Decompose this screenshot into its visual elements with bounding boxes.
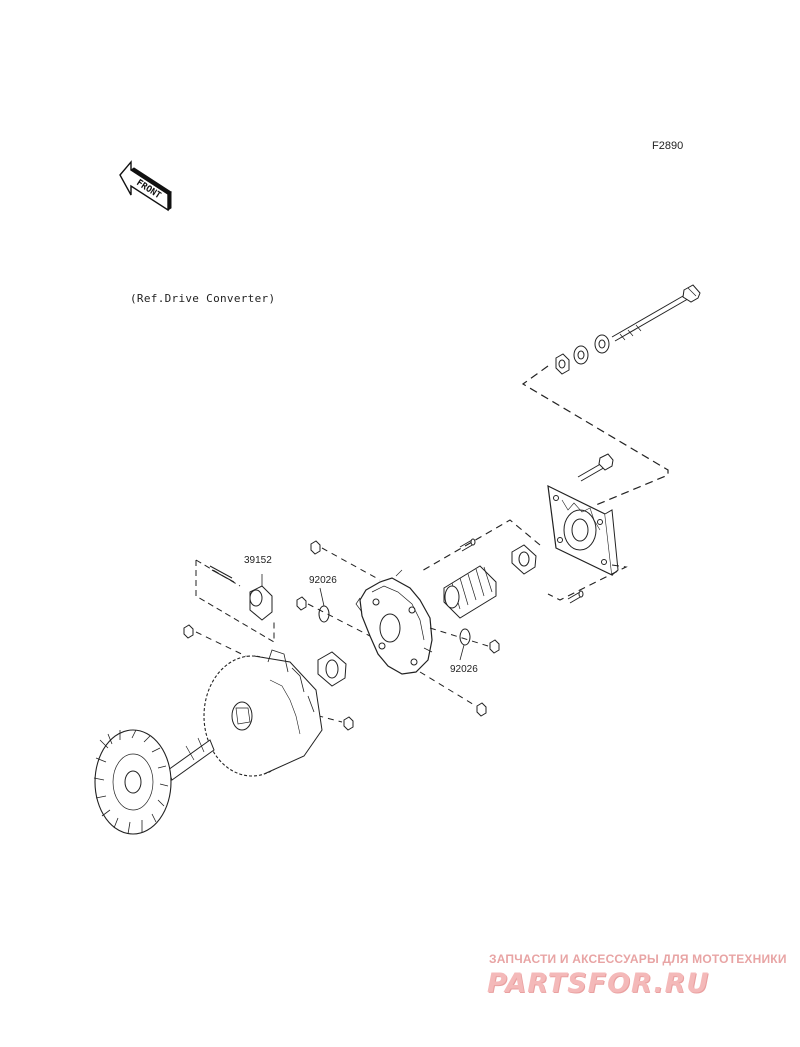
nut-lower-right[interactable] (476, 702, 487, 717)
nut-mid-left[interactable] (296, 596, 307, 611)
dashed-guide-spring (419, 519, 541, 573)
bushing-right[interactable] (511, 544, 537, 575)
watermark-tagline: ЗАПЧАСТИ И АКСЕССУАРЫ ДЛЯ МОТОТЕХНИКИ (489, 952, 787, 966)
bushing-left[interactable] (317, 651, 347, 687)
front-arrow-icon: FRONT (119, 160, 172, 212)
cam-arm-39152[interactable] (195, 559, 275, 643)
bolt-long[interactable] (611, 284, 701, 342)
nut-lower-mid[interactable] (343, 716, 354, 731)
movable-sheave[interactable] (203, 649, 323, 777)
pin-upper[interactable] (459, 538, 476, 552)
part-label-39152[interactable]: 39152 (244, 555, 272, 566)
nut-upper-left[interactable] (310, 540, 321, 555)
bolt-short[interactable] (577, 453, 614, 482)
o-ring-92026-right[interactable] (459, 628, 471, 646)
washer-1[interactable] (594, 334, 610, 354)
o-ring-92026-left[interactable] (318, 605, 330, 623)
part-label-92026-right[interactable]: 92026 (450, 664, 478, 675)
watermark-logo: PARTSFOR.RU (487, 968, 710, 999)
mounting-plate[interactable] (547, 484, 619, 577)
reference-note: (Ref.Drive Converter) (130, 292, 276, 305)
figure-code: F2890 (652, 140, 684, 152)
nut-far-left[interactable] (183, 624, 194, 639)
spider-hub[interactable] (355, 569, 433, 675)
pin-lower[interactable] (567, 590, 584, 604)
washer-2[interactable] (573, 345, 589, 365)
nut-right[interactable] (489, 639, 500, 654)
spring[interactable] (443, 565, 497, 619)
part-label-92026-left[interactable]: 92026 (309, 575, 337, 586)
fan-sheave[interactable] (93, 729, 215, 835)
nut-top[interactable] (555, 353, 570, 375)
dashed-guide-bolt (521, 365, 669, 506)
dashed-guide-plate (547, 564, 628, 601)
